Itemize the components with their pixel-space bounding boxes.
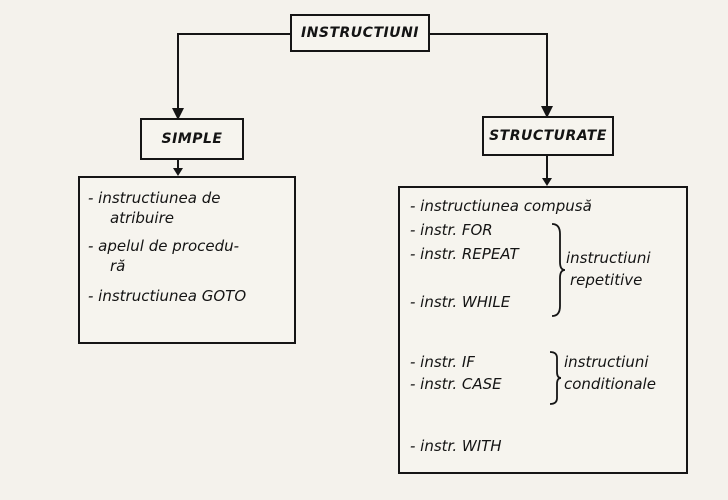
simple-box: SIMPLE	[140, 118, 244, 160]
repetitive-item-repeat: - instr. REPEAT	[410, 245, 519, 263]
arrowhead-simple	[172, 108, 184, 120]
arrowhead-simple-list	[173, 168, 183, 176]
simple-item-3: - instructiunea GOTO	[88, 287, 247, 305]
structurate-box: STRUCTURATE	[482, 116, 614, 156]
repetitive-group-label-2: repetitive	[570, 271, 643, 289]
arrowhead-structurate-list	[542, 178, 552, 186]
structurate-label: STRUCTURATE	[489, 128, 607, 144]
conditional-brace	[549, 351, 562, 405]
repetitive-item-for: - instr. FOR	[410, 221, 493, 239]
conditional-item-case: - instr. CASE	[410, 375, 502, 393]
compound-item: - instructiunea compusă	[410, 197, 592, 215]
edge-root-to-structurate	[428, 33, 548, 110]
repetitive-brace	[551, 223, 566, 317]
root-box: INSTRUCTIUNI	[290, 14, 430, 52]
with-item: - instr. WITH	[410, 437, 502, 455]
simple-item-1-cont: atribuire	[110, 209, 174, 227]
conditional-group-label-1: instructiuni	[564, 353, 649, 371]
arrowhead-structurate	[541, 106, 553, 118]
conditional-group-label-2: conditionale	[564, 375, 656, 393]
simple-item-2: - apelul de procedu-	[88, 237, 240, 255]
edge-root-to-simple	[177, 33, 290, 112]
root-label: INSTRUCTIUNI	[300, 25, 420, 41]
conditional-item-if: - instr. IF	[410, 353, 475, 371]
simple-label: SIMPLE	[161, 131, 223, 147]
simple-item-1: - instructiunea de	[88, 189, 221, 207]
structurate-list-box: - instructiunea compusă - instr. FOR - i…	[398, 186, 688, 474]
simple-item-2-cont: ră	[110, 257, 126, 275]
repetitive-item-while: - instr. WHILE	[410, 293, 511, 311]
simple-list-box: - instructiunea de atribuire - apelul de…	[78, 176, 296, 344]
repetitive-group-label-1: instructiuni	[566, 249, 651, 267]
